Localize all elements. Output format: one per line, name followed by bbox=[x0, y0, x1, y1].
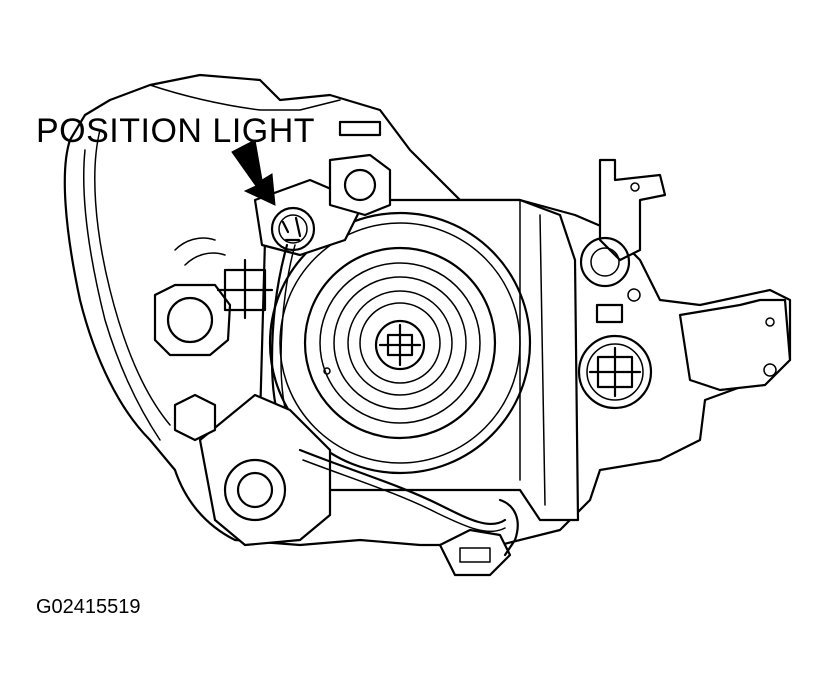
headlamp-ring-2 bbox=[279, 222, 521, 464]
lower-wire-harness-2 bbox=[302, 459, 506, 533]
lower-wire-harness bbox=[298, 448, 507, 525]
bracket-bolt-hole bbox=[630, 182, 640, 192]
housing-lens-edge bbox=[82, 149, 161, 441]
headlamp-ring-5 bbox=[333, 276, 467, 410]
headlight-housing-outline bbox=[63, 73, 792, 547]
headlamp-outer-ring bbox=[268, 211, 532, 475]
left-adjuster-gear bbox=[216, 258, 274, 320]
right-adjuster-cap bbox=[579, 236, 631, 288]
upper-tab bbox=[338, 120, 382, 137]
right-tab bbox=[595, 303, 624, 324]
housing-top-flange bbox=[149, 84, 341, 111]
right-lower-adjuster bbox=[577, 334, 653, 410]
left-adjuster-cap bbox=[166, 296, 214, 344]
figure-id: G02415519 bbox=[36, 596, 141, 618]
headlamp-ring-7 bbox=[359, 302, 441, 384]
bulb-socket-cross bbox=[378, 323, 422, 367]
headlamp-ring-3 bbox=[303, 246, 497, 440]
headlamp-ring-4 bbox=[319, 262, 481, 424]
upper-adjuster-cap bbox=[343, 168, 377, 202]
lower-connector-latch bbox=[459, 547, 491, 563]
left-connector-clip bbox=[173, 393, 217, 442]
lower-connector bbox=[438, 528, 512, 577]
right-adjuster-cap-inner bbox=[590, 247, 620, 277]
right-lower-adjuster-inner bbox=[586, 343, 644, 401]
left-adjuster-boss bbox=[153, 283, 232, 357]
lower-connector-tail bbox=[498, 498, 519, 557]
side-mounting-bracket bbox=[678, 298, 792, 392]
upper-mounting-bracket bbox=[598, 158, 667, 262]
housing-side-ridge bbox=[174, 237, 226, 266]
bottom-socket-mount bbox=[198, 393, 332, 547]
upper-adjuster-boss bbox=[328, 153, 392, 217]
position-light-socket-tabs bbox=[281, 216, 302, 242]
housing-inner-rim bbox=[94, 129, 171, 426]
reflector-screw-mark bbox=[323, 367, 331, 375]
right-lower-adjuster-cross bbox=[588, 346, 642, 398]
bottom-socket-outer bbox=[223, 458, 287, 522]
side-bracket-hole bbox=[763, 363, 777, 377]
headlamp-bulb-socket bbox=[374, 319, 426, 371]
headlamp-ring-6 bbox=[347, 290, 453, 396]
right-small-bolt bbox=[627, 288, 641, 302]
callout-arrow bbox=[231, 139, 276, 206]
position-light-label: POSITION LIGHT bbox=[36, 112, 316, 150]
side-bracket-hole-upper bbox=[765, 317, 775, 327]
position-light-socket-inner bbox=[278, 214, 308, 244]
bottom-socket-inner bbox=[236, 471, 274, 509]
